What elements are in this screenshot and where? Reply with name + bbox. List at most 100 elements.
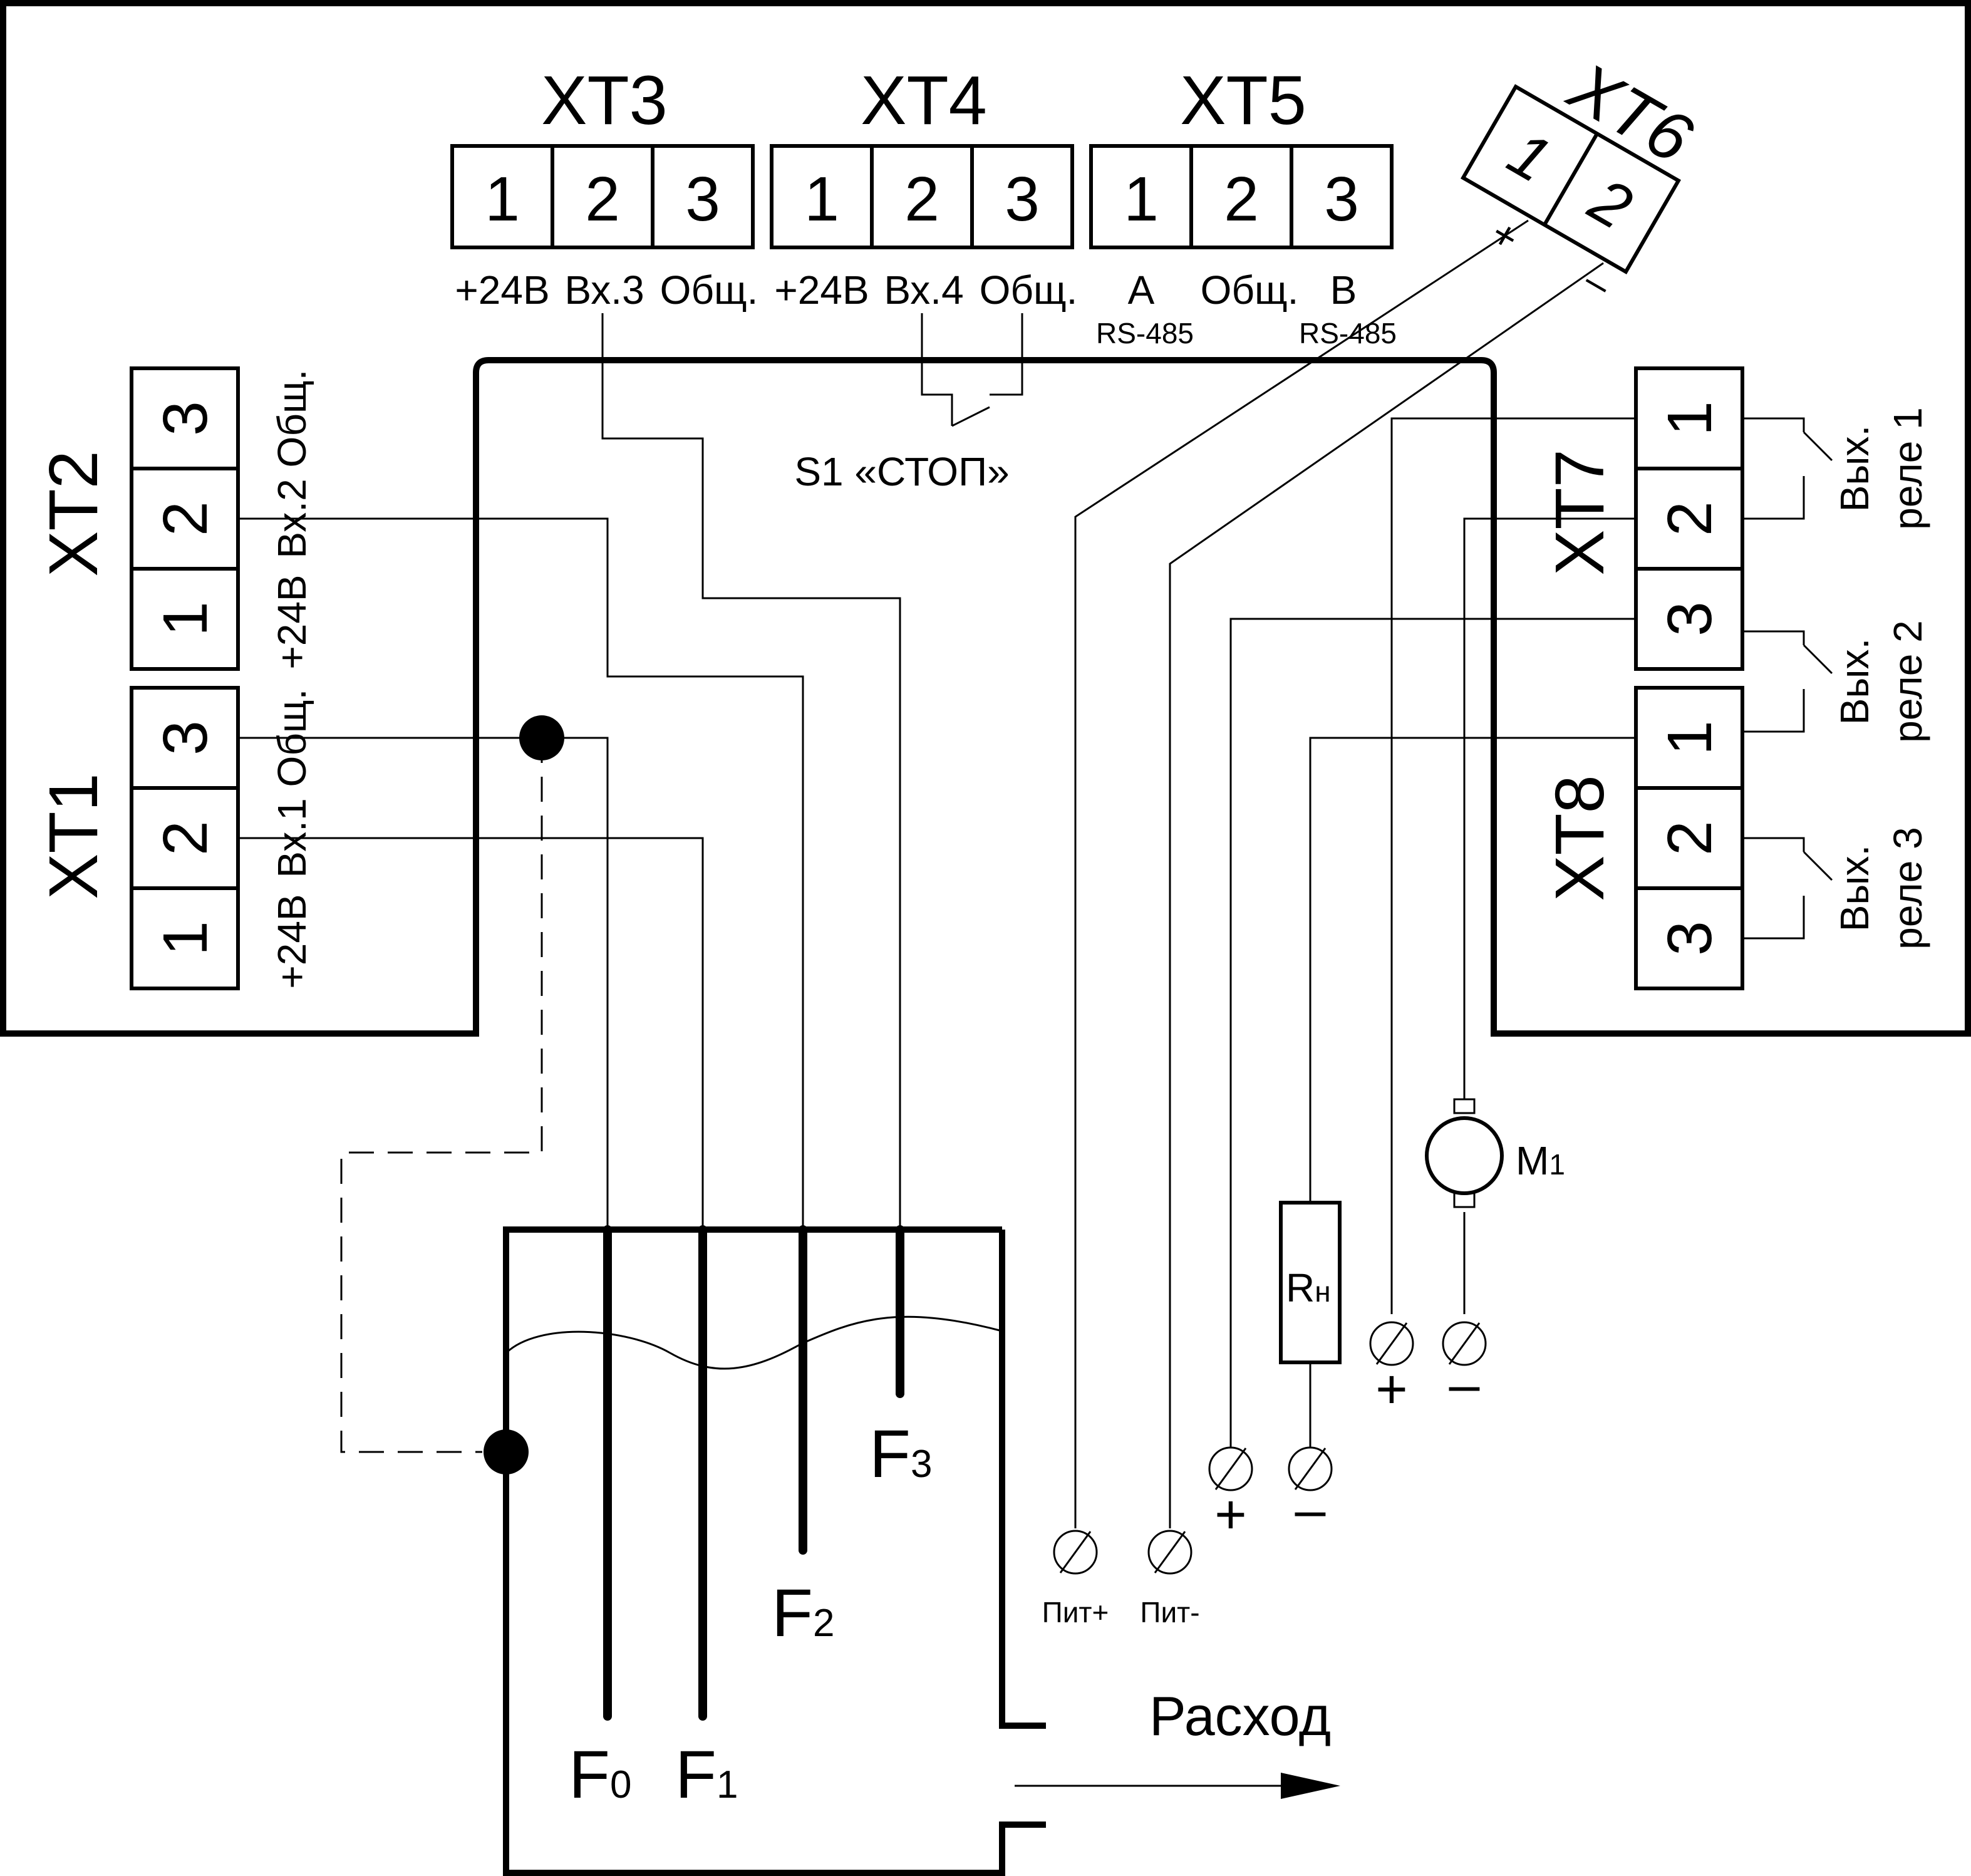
xt8-title: XT8 xyxy=(1541,775,1618,901)
xt5-label-b: B xyxy=(1330,267,1357,313)
tank xyxy=(503,1226,1046,1876)
probe-f1-label: F1 xyxy=(675,1736,738,1812)
wire-xt7-1 xyxy=(1390,417,1636,1314)
xt4-label-3: Общ. xyxy=(980,267,1078,313)
wire-supply-plus xyxy=(1074,219,1529,1528)
xt5-label-a: A xyxy=(1128,267,1155,313)
xt2-title: XT2 xyxy=(35,450,112,577)
xt1-pin-1: 1 xyxy=(150,921,220,956)
terminal-icon xyxy=(1147,1530,1192,1575)
relay-1-label-line2: реле 1 xyxy=(1885,407,1930,529)
outflow-arrowhead xyxy=(1281,1773,1340,1799)
xt2-label-1: +24В xyxy=(269,574,314,669)
xt4-label-2: Вх.4 xyxy=(884,267,963,313)
stop-switch xyxy=(921,313,1023,427)
xt3-pin-1: 1 xyxy=(485,164,520,234)
relay-supply-plus-sign: + xyxy=(1375,1358,1407,1420)
junction-dot-tank xyxy=(484,1429,529,1474)
terminal-icon xyxy=(1208,1446,1253,1491)
xt4-pin-2: 2 xyxy=(904,164,939,234)
relay-1-contact xyxy=(1742,417,1833,520)
xt5-block: 1 2 3 xyxy=(1089,144,1394,249)
wire-xt8-1 xyxy=(1309,737,1636,1203)
xt4-block: 1 2 3 xyxy=(770,144,1074,249)
xt2-pin-2: 2 xyxy=(150,501,220,536)
load-minus-sign: – xyxy=(1295,1478,1326,1540)
wire-xt1-input-1 xyxy=(238,837,704,1230)
xt5-pin-3: 3 xyxy=(1324,164,1359,234)
xt5-pin-2: 2 xyxy=(1224,164,1259,234)
supply-minus-label: Пит- xyxy=(1140,1596,1199,1629)
load-resistor-label: Rн xyxy=(1286,1265,1331,1310)
xt8-pin-3: 3 xyxy=(1655,921,1725,956)
load-resistor xyxy=(1279,1201,1342,1364)
xt8-pin-2: 2 xyxy=(1655,821,1725,856)
stop-switch-label: S1 «СТОП» xyxy=(794,449,1009,494)
relay-3-label-line1: Вых. xyxy=(1832,845,1877,931)
outflow-label: Расход xyxy=(1149,1685,1331,1747)
relay-3-contact xyxy=(1742,837,1833,940)
xt8-pin-1: 1 xyxy=(1655,720,1725,755)
motor-m1 xyxy=(1425,1098,1504,1208)
probe-f2-label: F2 xyxy=(772,1575,834,1651)
xt3-pin-2: 2 xyxy=(585,164,620,234)
xt5-sublabel-b: RS-485 xyxy=(1299,317,1397,350)
xt5-label-common: Общ. xyxy=(1201,267,1299,313)
xt2-block: 3 2 1 xyxy=(130,366,240,671)
wire-xt7-2 xyxy=(1463,517,1636,1099)
xt5-pin-1: 1 xyxy=(1124,164,1159,234)
probe-f0-label: F0 xyxy=(569,1736,631,1812)
xt3-pin-3: 3 xyxy=(685,164,720,234)
xt4-pin-3: 3 xyxy=(1005,164,1040,234)
relay-1-label-line1: Вых. xyxy=(1832,425,1877,512)
xt7-pin-2: 2 xyxy=(1655,501,1725,536)
load-plus-sign: + xyxy=(1214,1483,1246,1545)
xt7-pin-1: 1 xyxy=(1655,401,1725,436)
xt2-pin-1: 1 xyxy=(150,601,220,636)
wire-supply-minus xyxy=(1169,262,1604,1528)
xt6-pin-2: 2 xyxy=(1578,164,1643,242)
motor-label: M1 xyxy=(1516,1138,1565,1183)
xt4-label-1: +24В xyxy=(774,267,869,313)
xt3-label-2: Вх.3 xyxy=(564,267,644,313)
xt1-title: XT1 xyxy=(35,773,112,899)
device-enclosure xyxy=(0,0,1971,1037)
terminal-icon xyxy=(1369,1321,1414,1366)
xt3-block: 1 2 3 xyxy=(450,144,755,249)
terminal-icon xyxy=(1053,1530,1098,1575)
xt4-title: XT4 xyxy=(861,62,987,139)
xt5-sublabel-a: RS-485 xyxy=(1096,317,1194,350)
xt2-pin-3: 3 xyxy=(150,401,220,436)
relay-3-label-line2: реле 3 xyxy=(1885,827,1930,949)
xt3-title: XT3 xyxy=(541,62,668,139)
xt4-pin-1: 1 xyxy=(804,164,839,234)
xt1-label-1: +24В xyxy=(269,894,314,988)
wire-xt7-3 xyxy=(1229,618,1636,1447)
probe-f3-label: F3 xyxy=(869,1416,932,1491)
xt1-block: 3 2 1 xyxy=(130,686,240,990)
dashed-tank-link xyxy=(340,738,543,1453)
xt6-title: XT6 xyxy=(1555,47,1705,178)
xt1-pin-2: 2 xyxy=(150,821,220,856)
xt5-title: XT5 xyxy=(1180,62,1306,139)
supply-plus-label: Пит+ xyxy=(1042,1596,1109,1629)
xt1-pin-3: 3 xyxy=(150,720,220,755)
relay-2-label-line2: реле 2 xyxy=(1885,620,1930,742)
xt7-block: 1 2 3 xyxy=(1634,366,1744,671)
xt3-label-3: Общ. xyxy=(660,267,758,313)
relay-2-contact xyxy=(1742,630,1833,733)
wire-xt1-common xyxy=(238,737,609,1230)
terminal-icon xyxy=(1442,1321,1487,1366)
xt7-pin-3: 3 xyxy=(1655,601,1725,636)
xt2-label-3: Общ. xyxy=(269,370,314,468)
relay-supply-minus-sign: – xyxy=(1449,1353,1480,1415)
xt3-label-1: +24В xyxy=(455,267,549,313)
relay-2-label-line1: Вых. xyxy=(1832,638,1877,725)
xt7-title: XT7 xyxy=(1541,449,1618,576)
terminal-icon xyxy=(1288,1446,1333,1491)
xt8-block: 1 2 3 xyxy=(1634,686,1744,990)
wire-xt3-input-3 xyxy=(601,313,901,1230)
xt6-pin-1: 1 xyxy=(1497,118,1562,196)
xt6-sign-minus: – xyxy=(1577,257,1619,308)
